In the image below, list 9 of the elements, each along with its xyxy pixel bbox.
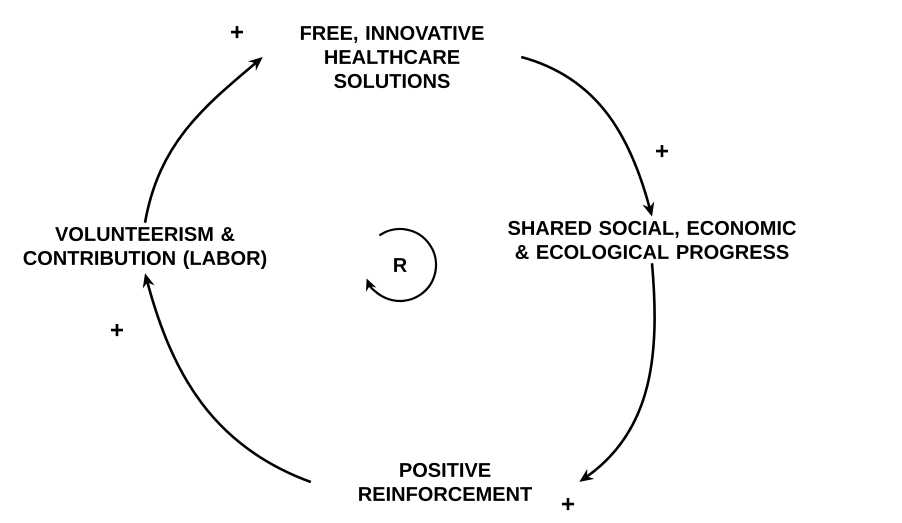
polarity-sign: + — [656, 144, 668, 158]
loop-label: R — [394, 258, 407, 272]
node-text: FREE, INNOVATIVE HEALTHCARE SOLUTIONS — [300, 26, 484, 88]
polarity-sign: + — [111, 324, 124, 336]
polarity-sign: + — [231, 26, 244, 38]
node-text: SHARED SOCIAL, ECONOMIC & ECOLOGICAL PROGRESS — [508, 220, 796, 260]
node-text: VOLUNTEERISM & CONTRIBUTION (LABOR) — [24, 226, 266, 270]
node-text: POSITIVE REINFORCEMENT — [359, 462, 532, 502]
polarity-sign: + — [562, 498, 574, 510]
